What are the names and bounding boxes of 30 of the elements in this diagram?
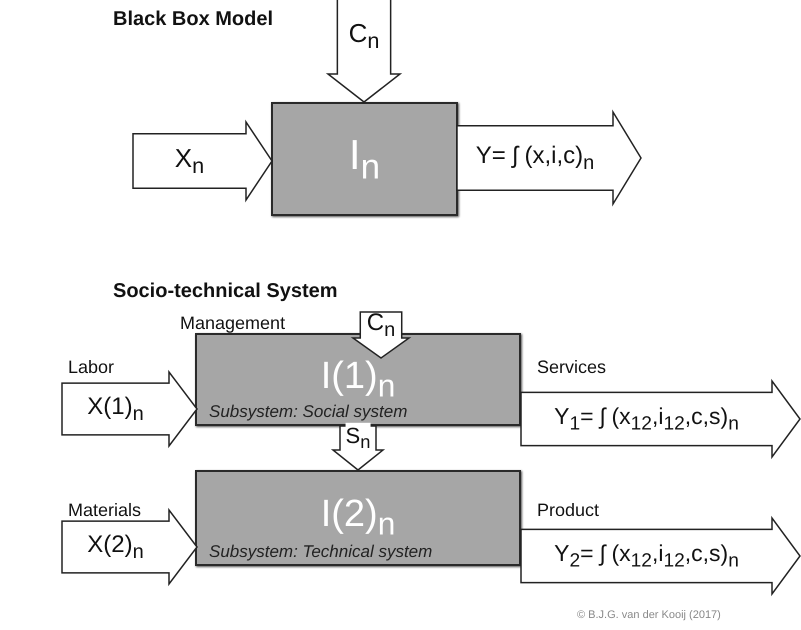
block-arrow xyxy=(62,372,197,446)
arrow-caption: Services xyxy=(537,357,606,378)
arrow-caption: Materials xyxy=(68,500,142,521)
section-heading: Black Box Model xyxy=(113,8,274,31)
copyright-note: © B.J.G. van der Kooij (2017) xyxy=(577,609,721,621)
arrow-label: Y$_{2}$= ʃ (x$_{12}$,i$_{12}$,c,s)$_{n}$ xyxy=(554,540,739,572)
arrow-label: X$_{n}$ xyxy=(174,142,204,180)
subsystem-label: Subsystem: Technical system xyxy=(209,542,432,562)
box-title: I(1)$_{n}$ xyxy=(320,354,396,404)
arrow-label: Y$_{1}$= ʃ (x$_{12}$,i$_{12}$,c,s)$_{n}$ xyxy=(554,402,739,436)
arrow-label: C$_{n}$ xyxy=(366,308,396,342)
process-box xyxy=(195,470,521,566)
process-box xyxy=(271,102,458,216)
block-arrow xyxy=(353,312,409,358)
input-caption: Management xyxy=(180,313,286,334)
section-heading: Socio-technical System xyxy=(113,280,338,303)
block-arrow xyxy=(521,381,800,457)
block-arrow xyxy=(457,112,641,204)
subsystem-label: Subsystem: Social system xyxy=(209,402,408,422)
arrow-caption: Product xyxy=(537,500,600,521)
box-title: I$_{n}$ xyxy=(348,130,380,188)
arrow-label: Y= ʃ (x,i,c)$_{n}$ xyxy=(476,142,594,174)
block-arrow xyxy=(328,0,400,102)
block-arrow xyxy=(521,518,800,594)
arrow-label: X(2)$_{n}$ xyxy=(87,530,144,564)
box-title: I(2)$_{n}$ xyxy=(320,493,396,543)
arrow-label: X(1)$_{n}$ xyxy=(87,392,144,426)
block-arrow xyxy=(133,122,272,200)
arrow-label: C$_{n}$ xyxy=(348,18,380,54)
arrow-caption: Labor xyxy=(68,357,114,378)
